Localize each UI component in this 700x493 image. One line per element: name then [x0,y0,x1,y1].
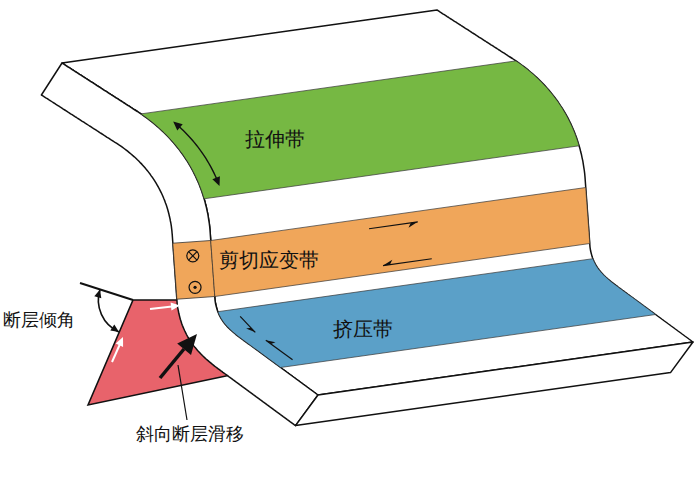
arrow-head [110,325,119,332]
arrow-head [94,290,101,299]
compression-arrow [240,316,255,332]
arrow-head [173,121,183,130]
band-label: 拉伸带 [245,128,305,151]
out-of-page-symbol [189,281,201,293]
extension-arrow [177,125,217,181]
band-fill [141,61,579,199]
extension-band: 拉伸带 [138,58,582,201]
band-label: 挤压带 [333,318,393,341]
arrow-head [171,303,180,311]
shear-arrow [369,222,418,229]
arrow-head [409,222,418,228]
leader-line [178,365,187,420]
arrow-head [116,337,123,347]
band-shape [215,256,658,370]
into-page-symbol [187,250,199,262]
arrow-head [246,328,255,333]
compression-band: 挤压带 [215,256,658,370]
band-fill [218,259,656,368]
angle-label: 断层倾角 [3,310,75,331]
arrow-head [383,260,392,266]
horizontal-reference [80,283,133,300]
dip-angle-arc [94,290,119,333]
arrow-head [212,176,220,186]
shear-arrow [383,259,432,266]
band-shape [138,58,582,201]
compression-arrow [266,340,293,360]
band-label: 剪切应变带 [219,249,319,272]
arrow-head [266,340,276,344]
callout-label: 斜向断层滑移 [136,424,244,445]
shear-front-face [173,241,215,300]
fold-top-surface [62,10,693,395]
arrow-head [177,334,197,355]
slip-component-arrows [112,303,180,363]
